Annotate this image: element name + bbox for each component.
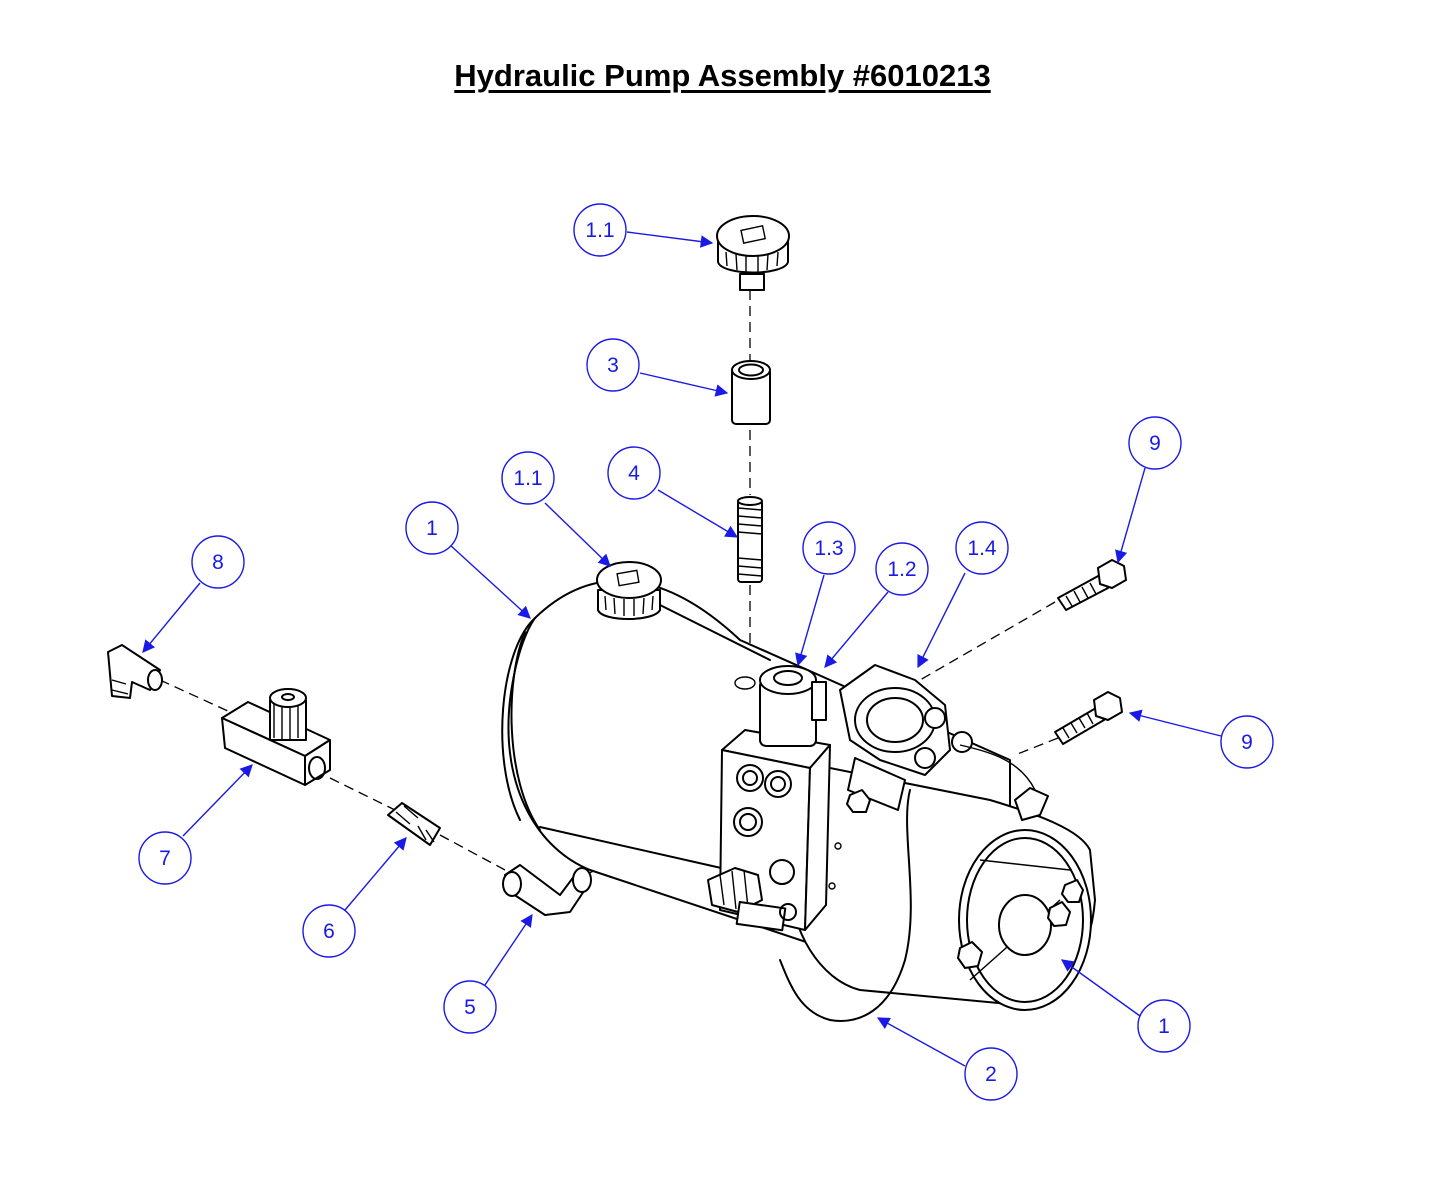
callout-bubble: 1.3 <box>802 521 856 575</box>
svg-text:6: 6 <box>323 920 335 943</box>
svg-text:9: 9 <box>1149 432 1161 455</box>
callout-bubble: 1.4 <box>955 521 1009 575</box>
callout-bubble: 2 <box>964 1047 1018 1101</box>
elbow-fitting <box>502 864 592 916</box>
callout-bubble: 9 <box>1128 416 1182 470</box>
starter-solenoid <box>839 664 1049 821</box>
callout-bubble: 1 <box>405 501 459 555</box>
motor-housing <box>789 759 1096 1011</box>
svg-text:7: 7 <box>159 847 171 870</box>
harness-wire <box>779 789 912 1022</box>
callout-bubble: 4 <box>607 446 661 500</box>
callout-bubble: 1 <box>1137 999 1191 1053</box>
svg-text:1.1: 1.1 <box>585 219 614 242</box>
solenoid-valve <box>734 665 827 747</box>
svg-text:1.1: 1.1 <box>513 467 542 490</box>
svg-text:1.3: 1.3 <box>814 537 843 560</box>
callout-leaders <box>142 231 1222 1067</box>
callout-bubble: 9 <box>1220 715 1274 769</box>
svg-text:1: 1 <box>1158 1015 1170 1038</box>
tank-filler-cap <box>596 561 662 620</box>
svg-text:9: 9 <box>1241 731 1253 754</box>
elbow-fitting-small <box>107 644 163 699</box>
center-lines <box>159 290 1059 876</box>
svg-text:1.4: 1.4 <box>967 537 997 560</box>
callout-bubble: 6 <box>302 904 356 958</box>
needle-valve-tee <box>221 688 331 786</box>
drawing-title: Hydraulic Pump Assembly #6010213 <box>454 58 991 93</box>
callout-bubble: 8 <box>191 535 245 589</box>
svg-text:1: 1 <box>426 517 438 540</box>
hex-nipple <box>387 802 441 846</box>
pipe-nipple <box>737 496 763 583</box>
callout-bubble: 7 <box>138 831 192 885</box>
callout-bubble: 1.1 <box>573 203 627 257</box>
svg-text:3: 3 <box>607 354 619 377</box>
svg-text:8: 8 <box>212 551 224 574</box>
breather-cap <box>716 215 790 291</box>
bolt-lower <box>1054 691 1123 745</box>
coupling <box>731 360 771 425</box>
callout-bubble: 5 <box>443 980 497 1034</box>
svg-text:2: 2 <box>985 1063 997 1086</box>
svg-text:4: 4 <box>628 462 640 485</box>
bolt-upper <box>1057 559 1127 611</box>
callout-bubble: 1.2 <box>875 542 929 596</box>
callout-bubble: 3 <box>586 338 640 392</box>
svg-text:5: 5 <box>464 996 476 1019</box>
valve-manifold <box>707 729 831 932</box>
svg-text:1.2: 1.2 <box>887 558 916 581</box>
callout-bubble: 1.1 <box>501 451 555 505</box>
